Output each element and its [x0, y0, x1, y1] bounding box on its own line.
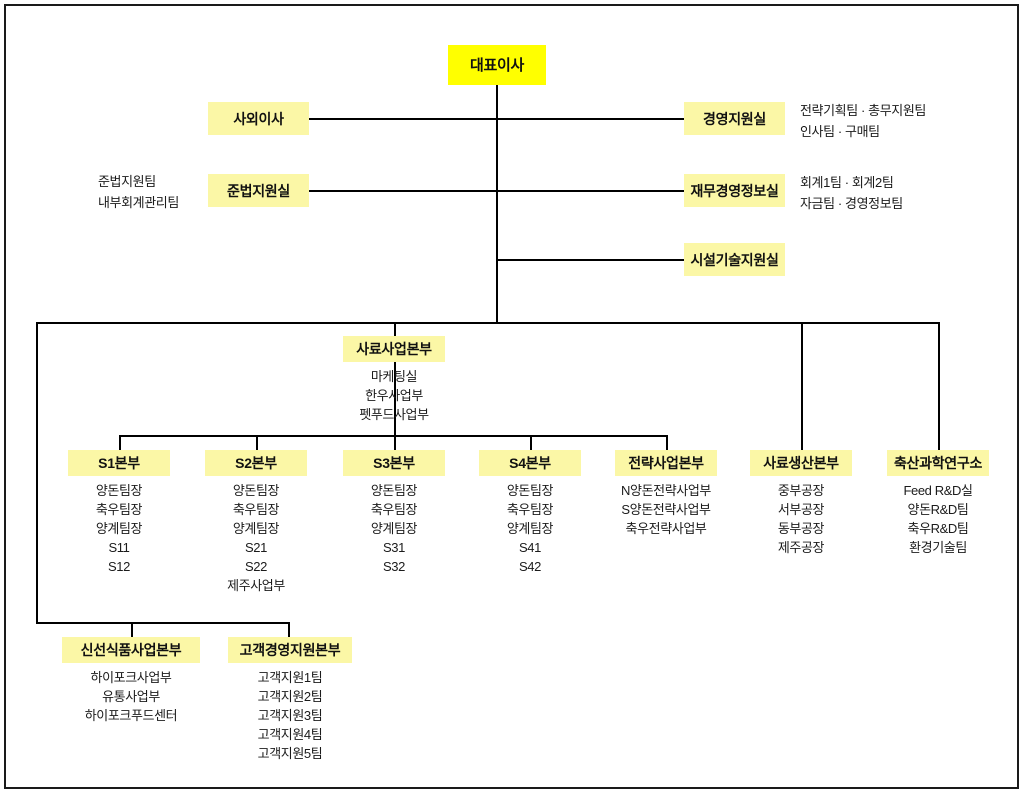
connector-drop-s2 — [256, 435, 258, 450]
connector-drop-s4 — [530, 435, 532, 450]
connector-main-bus — [36, 322, 938, 324]
sublist-item: S42 — [519, 559, 541, 574]
sublist-item: Feed R&D실 — [903, 483, 973, 498]
node-customer-support-division[interactable]: 고객경영지원본부 — [228, 637, 352, 663]
sublist-item: 양돈팀장 — [95, 483, 143, 498]
sublist-item: S41 — [519, 540, 541, 555]
node-division-s4[interactable]: S4본부 — [479, 450, 581, 476]
node-facility-tech-office[interactable]: 시설기술지원실 — [684, 243, 785, 276]
connector-drop-research — [938, 322, 940, 450]
sublist-item: 양계팀장 — [370, 521, 418, 536]
sublist-feed-business-division: 마케팅실 한우사업부 펫푸드사업부 — [294, 367, 494, 424]
note-management-support-office: 전략기획팀 · 총무지원팀 인사팀 · 구매팀 — [800, 100, 926, 142]
note-line: 준법지원팀 — [98, 174, 156, 189]
connector-drop-strategy — [666, 435, 668, 450]
node-division-s2[interactable]: S2본부 — [205, 450, 307, 476]
sublist-item: 마케팅실 — [370, 369, 418, 384]
sublist-division-s2: 양돈팀장 축우팀장 양계팀장 S21 S22 제주사업부 — [166, 481, 346, 595]
connector-row3-bus — [496, 259, 684, 261]
sublist-feed-production-division: 중부공장 서부공장 동부공장 제주공장 — [711, 481, 891, 557]
sublist-strategy-business-division: N양돈전략사업부 S양돈전략사업부 축우전략사업부 — [596, 481, 736, 538]
connector-drop-s1 — [119, 435, 121, 450]
connector-division-bus — [119, 435, 667, 437]
connector-row2-bus — [309, 190, 684, 192]
node-outside-director[interactable]: 사외이사 — [208, 102, 309, 135]
sublist-livestock-science-institute: Feed R&D실 양돈R&D팀 축우R&D팀 환경기술팀 — [868, 481, 1008, 557]
node-fresh-food-division[interactable]: 신선식품사업본부 — [62, 637, 200, 663]
connector-drop-fresh-food — [131, 622, 133, 637]
sublist-item: 서부공장 — [777, 502, 825, 517]
sublist-item: 축우전략사업부 — [625, 521, 707, 536]
connector-drop-feed-division — [394, 322, 396, 336]
sublist-item: 동부공장 — [777, 521, 825, 536]
sublist-item: S11 — [108, 540, 130, 555]
sublist-item: 양돈팀장 — [506, 483, 554, 498]
sublist-item: 고객지원3팀 — [257, 708, 323, 723]
connector-drop-s3 — [394, 435, 396, 450]
sublist-item: 제주공장 — [777, 540, 825, 555]
sublist-item: 고객지원5팀 — [257, 746, 323, 761]
sublist-item: 고객지원1팀 — [257, 670, 323, 685]
page-border — [4, 4, 1019, 789]
sublist-customer-support-division: 고객지원1팀 고객지원2팀 고객지원3팀 고객지원4팀 고객지원5팀 — [200, 668, 380, 763]
node-ceo[interactable]: 대표이사 — [448, 45, 546, 85]
sublist-item: 하이포크푸드센터 — [84, 708, 178, 723]
note-line: 자금팀 · 경영정보팀 — [800, 196, 903, 211]
sublist-item: 양계팀장 — [95, 521, 143, 536]
node-livestock-science-institute[interactable]: 축산과학연구소 — [887, 450, 989, 476]
connector-drop-customer-support — [288, 622, 290, 637]
node-management-support-office[interactable]: 경영지원실 — [684, 102, 785, 135]
node-compliance-office[interactable]: 준법지원실 — [208, 174, 309, 207]
sublist-item: 양계팀장 — [232, 521, 280, 536]
node-division-s1[interactable]: S1본부 — [68, 450, 170, 476]
sublist-item: 축우팀장 — [370, 502, 418, 517]
node-division-s3[interactable]: S3본부 — [343, 450, 445, 476]
sublist-item: 축우팀장 — [95, 502, 143, 517]
connector-row1-bus — [309, 118, 684, 120]
note-line: 인사팀 · 구매팀 — [800, 124, 880, 139]
node-feed-production-division[interactable]: 사료생산본부 — [750, 450, 852, 476]
sublist-item: 축우R&D팀 — [907, 521, 969, 536]
sublist-item: 제주사업부 — [227, 578, 285, 593]
node-feed-business-division[interactable]: 사료사업본부 — [343, 336, 445, 362]
sublist-item: S31 — [383, 540, 405, 555]
connector-drop-production — [801, 322, 803, 450]
note-compliance-office: 준법지원팀 내부회계관리팀 — [98, 171, 203, 213]
sublist-item: N양돈전략사업부 — [621, 483, 711, 498]
sublist-item: S양돈전략사업부 — [621, 502, 711, 517]
sublist-item: 축우팀장 — [506, 502, 554, 517]
sublist-item: S21 — [245, 540, 267, 555]
sublist-fresh-food-division: 하이포크사업부 유통사업부 하이포크푸드센터 — [41, 668, 221, 725]
sublist-item: 축우팀장 — [232, 502, 280, 517]
sublist-item: 유통사업부 — [102, 689, 160, 704]
sublist-item: 양돈팀장 — [232, 483, 280, 498]
sublist-item: 고객지원2팀 — [257, 689, 323, 704]
note-line: 전략기획팀 · 총무지원팀 — [800, 103, 926, 118]
sublist-item: 양돈팀장 — [370, 483, 418, 498]
sublist-item: 양돈R&D팀 — [907, 502, 969, 517]
sublist-item: S32 — [383, 559, 405, 574]
sublist-item: 하이포크사업부 — [90, 670, 172, 685]
sublist-division-s1: 양돈팀장 축우팀장 양계팀장 S11 S12 — [29, 481, 209, 576]
connector-bottom-bus — [36, 622, 288, 624]
sublist-item: 환경기술팀 — [909, 540, 967, 555]
sublist-item: S22 — [245, 559, 267, 574]
note-finance-mis-office: 회계1팀 · 회계2팀 자금팀 · 경영정보팀 — [800, 172, 903, 214]
sublist-division-s4: 양돈팀장 축우팀장 양계팀장 S41 S42 — [440, 481, 620, 576]
note-line: 내부회계관리팀 — [98, 195, 179, 210]
sublist-item: 한우사업부 — [365, 388, 423, 403]
sublist-item: 펫푸드사업부 — [359, 407, 429, 422]
node-strategy-business-division[interactable]: 전략사업본부 — [615, 450, 717, 476]
connector-ceo-trunk — [496, 85, 498, 324]
node-finance-mis-office[interactable]: 재무경영정보실 — [684, 174, 785, 207]
sublist-item: 고객지원4팀 — [257, 727, 323, 742]
connector-main-bus-left-drop — [36, 322, 38, 622]
connector-feed-division-stem — [394, 360, 396, 435]
sublist-item: 양계팀장 — [506, 521, 554, 536]
sublist-division-s3: 양돈팀장 축우팀장 양계팀장 S31 S32 — [304, 481, 484, 576]
note-line: 회계1팀 · 회계2팀 — [800, 175, 894, 190]
sublist-item: 중부공장 — [777, 483, 825, 498]
sublist-item: S12 — [108, 559, 130, 574]
